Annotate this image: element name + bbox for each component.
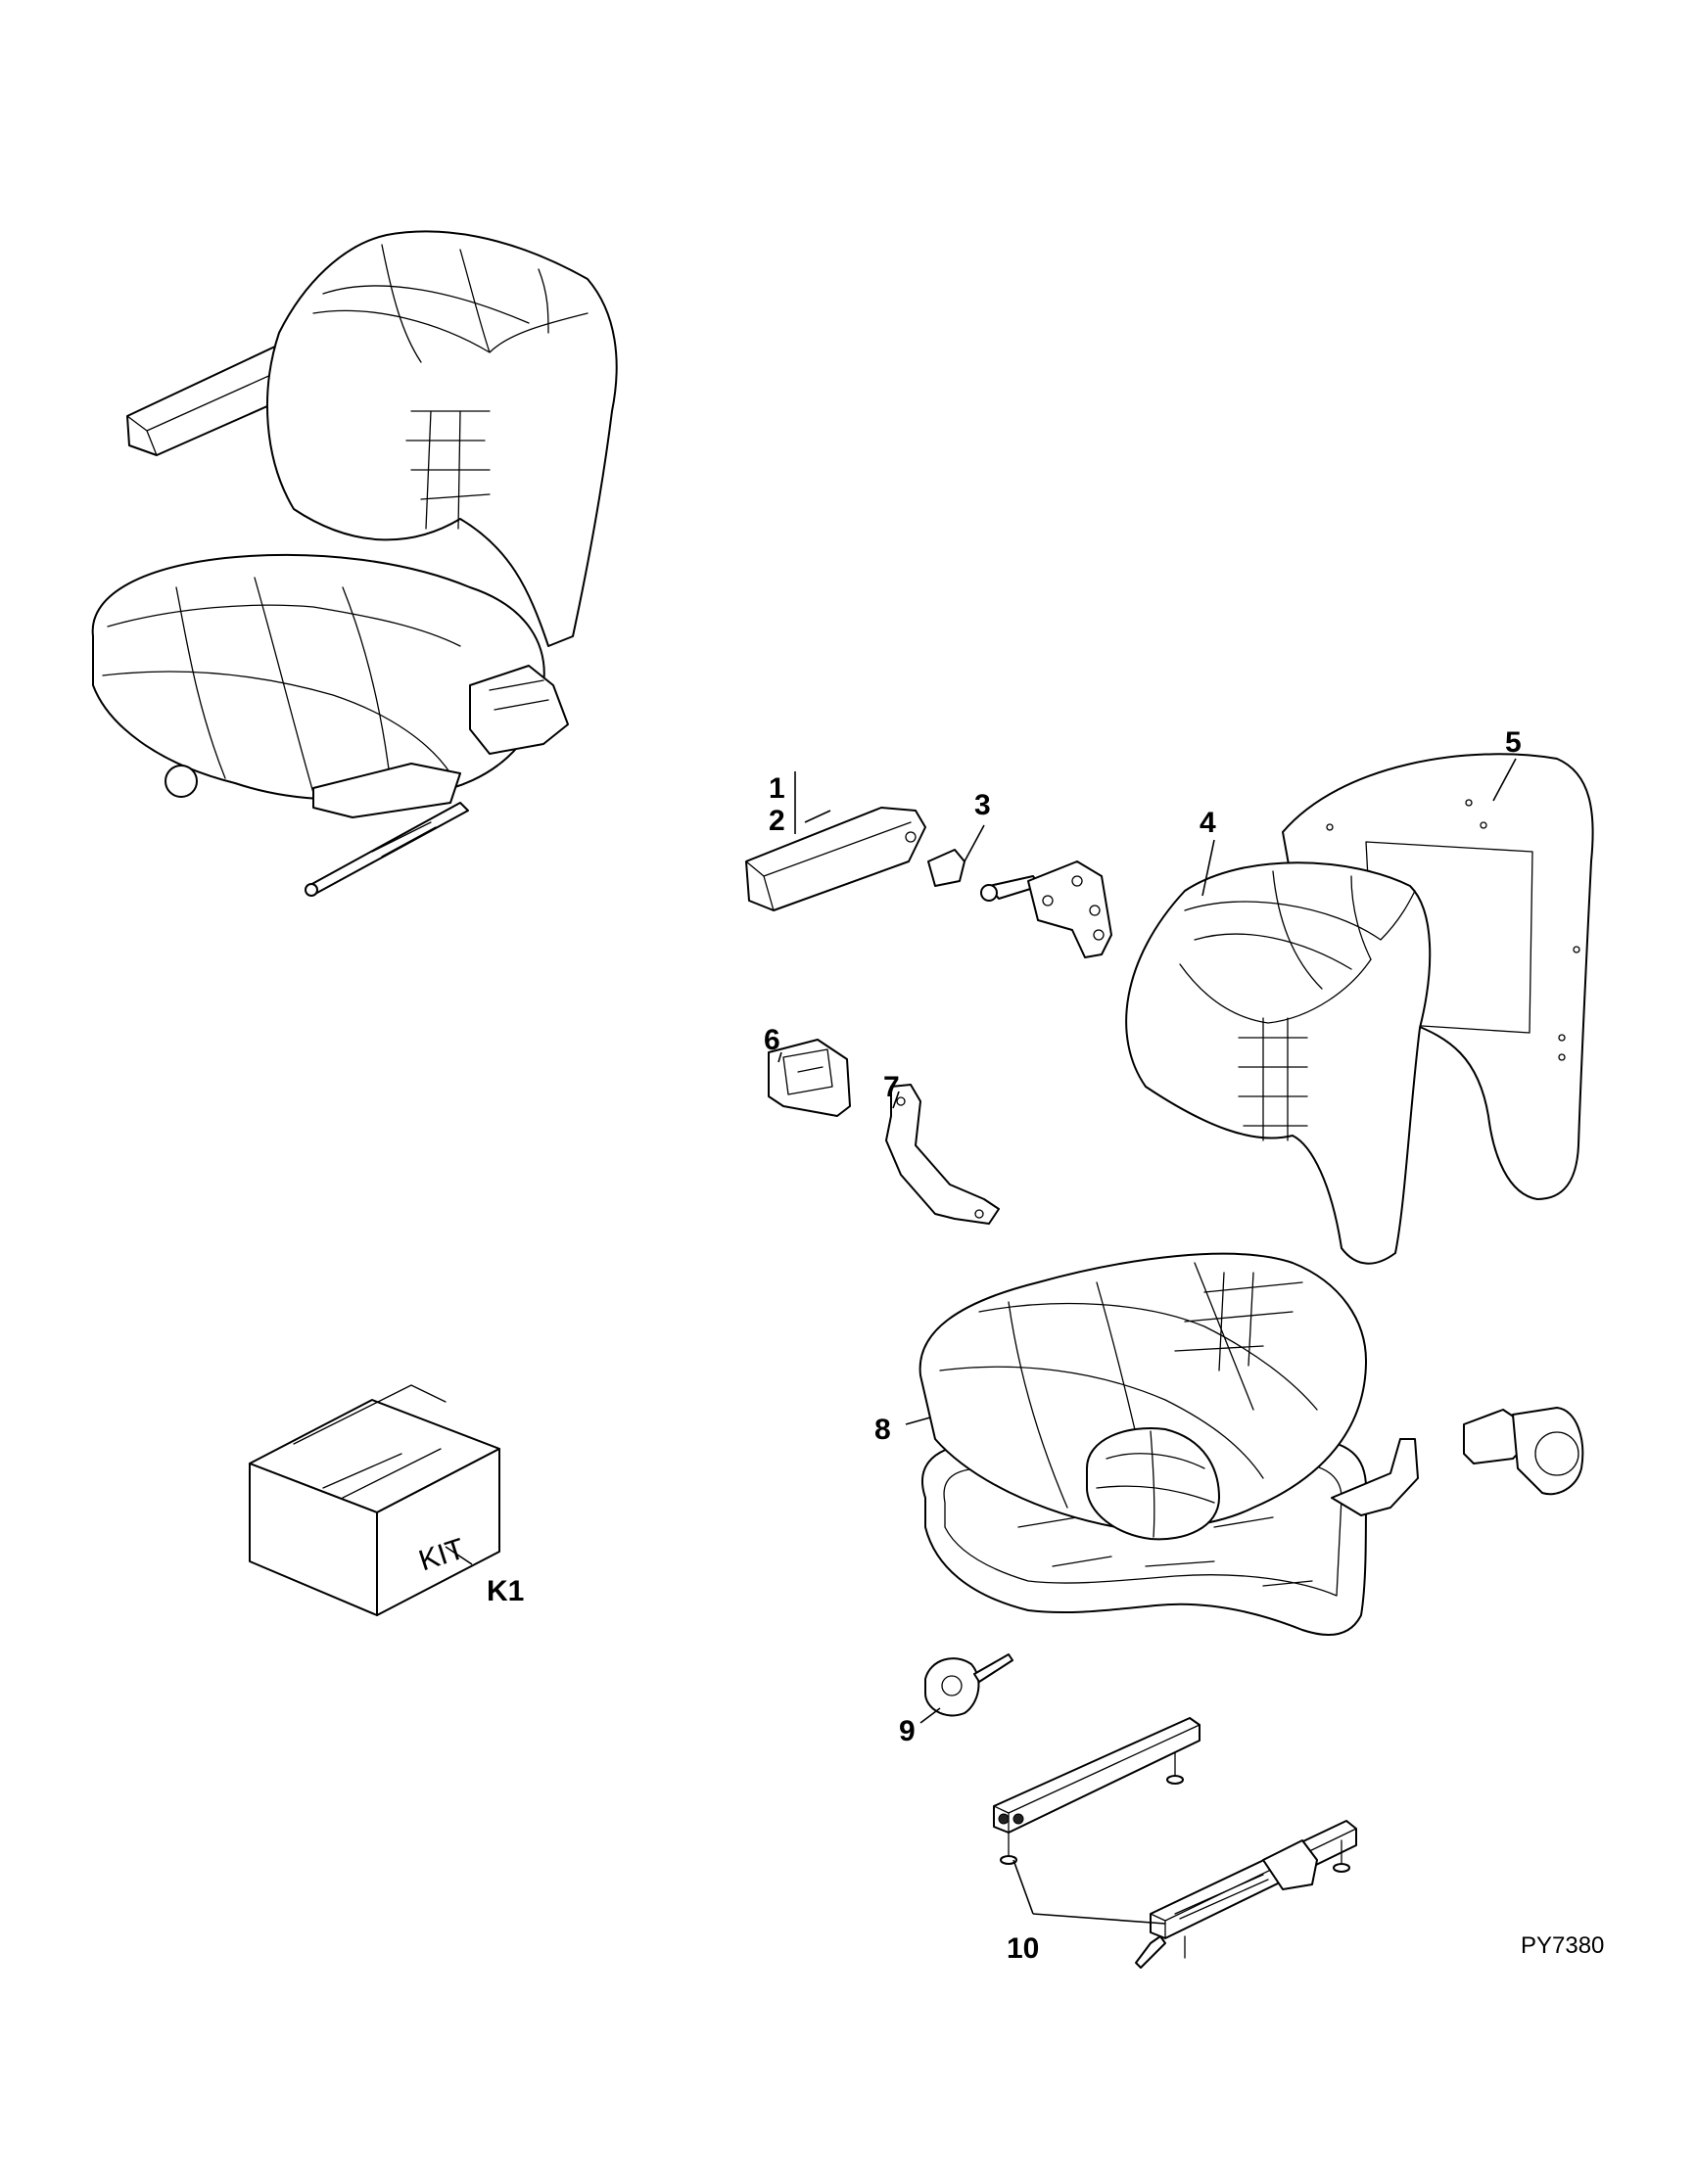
callout-6: 6 xyxy=(764,1024,780,1056)
assembled-seat-illustration xyxy=(91,230,618,897)
callout-1: 1 xyxy=(769,772,785,805)
part-backrest-shell xyxy=(1282,753,1594,1200)
part-backrest-cushion xyxy=(1125,861,1432,1265)
callout-4: 4 xyxy=(1200,807,1216,839)
callout-5: 5 xyxy=(1505,726,1522,759)
part-seat-belt-retractor xyxy=(1463,1407,1584,1496)
part-seat-belt-buckle xyxy=(768,1039,851,1117)
callout-2: 2 xyxy=(769,805,785,837)
part-armrest-bracket xyxy=(927,849,1112,958)
callout-labels: 1 2 3 4 5 6 7 8 9 10 K1 PY7380 xyxy=(487,726,1604,1965)
callout-10: 10 xyxy=(1007,1932,1039,1965)
callout-7: 7 xyxy=(883,1071,900,1103)
part-seat-slide-rails xyxy=(993,1717,1357,1969)
callout-3: 3 xyxy=(974,789,991,821)
callout-9: 9 xyxy=(899,1715,916,1747)
callout-k1: K1 xyxy=(487,1575,524,1607)
drawing-id: PY7380 xyxy=(1521,1932,1604,1959)
leader-lines xyxy=(445,758,1517,1925)
part-buckle-bracket xyxy=(885,1084,1000,1225)
part-armrest xyxy=(745,807,926,911)
callout-8: 8 xyxy=(874,1414,891,1446)
kit-box-illustration: KIT xyxy=(249,1384,500,1616)
part-seat-cushion-assembly xyxy=(918,1252,1419,1636)
part-adjustment-knob xyxy=(924,1653,1013,1717)
